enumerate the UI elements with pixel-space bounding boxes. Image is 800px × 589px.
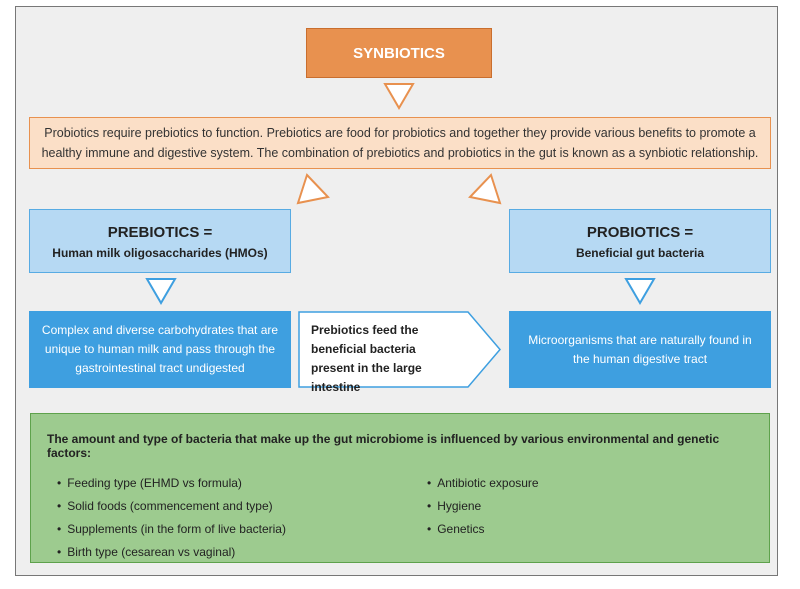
factors-list-right: Antibiotic exposure Hygiene Genetics [427, 472, 539, 564]
prebiotics-description-box: Complex and diverse carbohydrates that a… [29, 311, 291, 388]
probiotics-description-box: Microorganisms that are naturally found … [509, 311, 771, 388]
up-arrow-left [296, 173, 330, 205]
factor-item: Genetics [427, 518, 539, 541]
down-arrow-probiotics [624, 278, 656, 305]
prebiotics-description: Complex and diverse carbohydrates that a… [41, 323, 279, 375]
factor-item: Supplements (in the form of live bacteri… [57, 518, 427, 541]
synbiotic-relationship-text: Probiotics require prebiotics to functio… [41, 126, 759, 160]
synbiotic-relationship-box: Probiotics require prebiotics to functio… [29, 117, 771, 169]
probiotics-description: Microorganisms that are naturally found … [528, 332, 752, 366]
up-arrow-right [468, 173, 502, 205]
prebiotics-subtitle: Human milk oligosaccharides (HMOs) [52, 246, 268, 260]
factors-list-left: Feeding type (EHMD vs formula) Solid foo… [47, 472, 427, 564]
probiotics-header-box: PROBIOTICS = Beneficial gut bacteria [509, 209, 771, 273]
down-arrow-prebiotics [145, 278, 177, 305]
factor-item: Hygiene [427, 495, 539, 518]
feed-arrow [298, 311, 501, 388]
microbiome-factors-heading: The amount and type of bacteria that mak… [47, 432, 720, 460]
microbiome-factors-box: The amount and type of bacteria that mak… [30, 413, 770, 563]
prebiotics-title: PREBIOTICS = [107, 224, 213, 241]
synbiotics-title-box: SYNBIOTICS [306, 28, 492, 78]
feed-arrow-text-box: Prebiotics feed the beneficial bacteria … [311, 321, 461, 394]
synbiotics-title: SYNBIOTICS [353, 44, 445, 62]
feed-arrow-text: Prebiotics feed the beneficial bacteria … [311, 323, 422, 394]
prebiotics-header-box: PREBIOTICS = Human milk oligosaccharides… [29, 209, 291, 273]
factor-item: Birth type (cesarean vs vaginal) [57, 541, 427, 564]
probiotics-title: PROBIOTICS = [586, 224, 694, 241]
probiotics-subtitle: Beneficial gut bacteria [575, 246, 705, 260]
factor-item: Feeding type (EHMD vs formula) [57, 472, 427, 495]
factor-item: Solid foods (commencement and type) [57, 495, 427, 518]
down-arrow-synbiotics [383, 83, 415, 110]
factor-item: Antibiotic exposure [427, 472, 538, 495]
